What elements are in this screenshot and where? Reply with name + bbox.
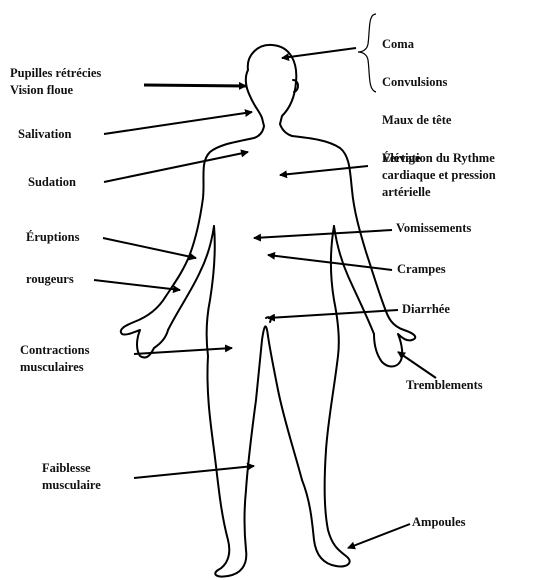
label-maux-de-tete: Maux de tête — [382, 111, 451, 130]
label-convulsions: Convulsions — [382, 73, 451, 92]
arrow-head-group — [282, 48, 356, 58]
arrow-pupils — [144, 85, 246, 86]
label-pupilles: Pupilles rétrécies Vision floue — [10, 65, 101, 99]
brace-bracket — [358, 14, 376, 92]
label-contractions: Contractions musculaires — [20, 342, 89, 376]
label-salivation: Salivation — [18, 126, 72, 143]
label-rougeurs: rougeurs — [26, 271, 74, 288]
arrow-heart — [280, 166, 368, 175]
label-vomissements: Vomissements — [396, 220, 471, 237]
arrow-sudation — [104, 152, 248, 182]
arrow-ampoules — [348, 524, 410, 548]
arrow-faiblesse — [134, 466, 254, 478]
label-eruptions: Éruptions — [26, 229, 80, 246]
label-diarrhee: Diarrhée — [402, 301, 450, 318]
label-ampoules: Ampoules — [412, 514, 465, 531]
label-crampes: Crampes — [397, 261, 446, 278]
label-tremblements: Tremblements — [406, 377, 483, 394]
label-coma: Coma — [382, 35, 451, 54]
arrow-tremblements — [398, 352, 436, 378]
label-sudation: Sudation — [28, 174, 76, 191]
arrow-salivation — [104, 112, 252, 134]
label-faiblesse: Faiblesse musculaire — [42, 460, 101, 494]
arrow-rougeurs — [94, 280, 180, 290]
arrow-diarrhee — [268, 310, 398, 318]
label-rythme-cardiaque: Élévation du Rythme cardiaque et pressio… — [382, 150, 496, 201]
arrow-vomissements — [254, 230, 392, 238]
arrow-eruptions — [103, 238, 196, 258]
arrow-contractions — [134, 348, 232, 354]
